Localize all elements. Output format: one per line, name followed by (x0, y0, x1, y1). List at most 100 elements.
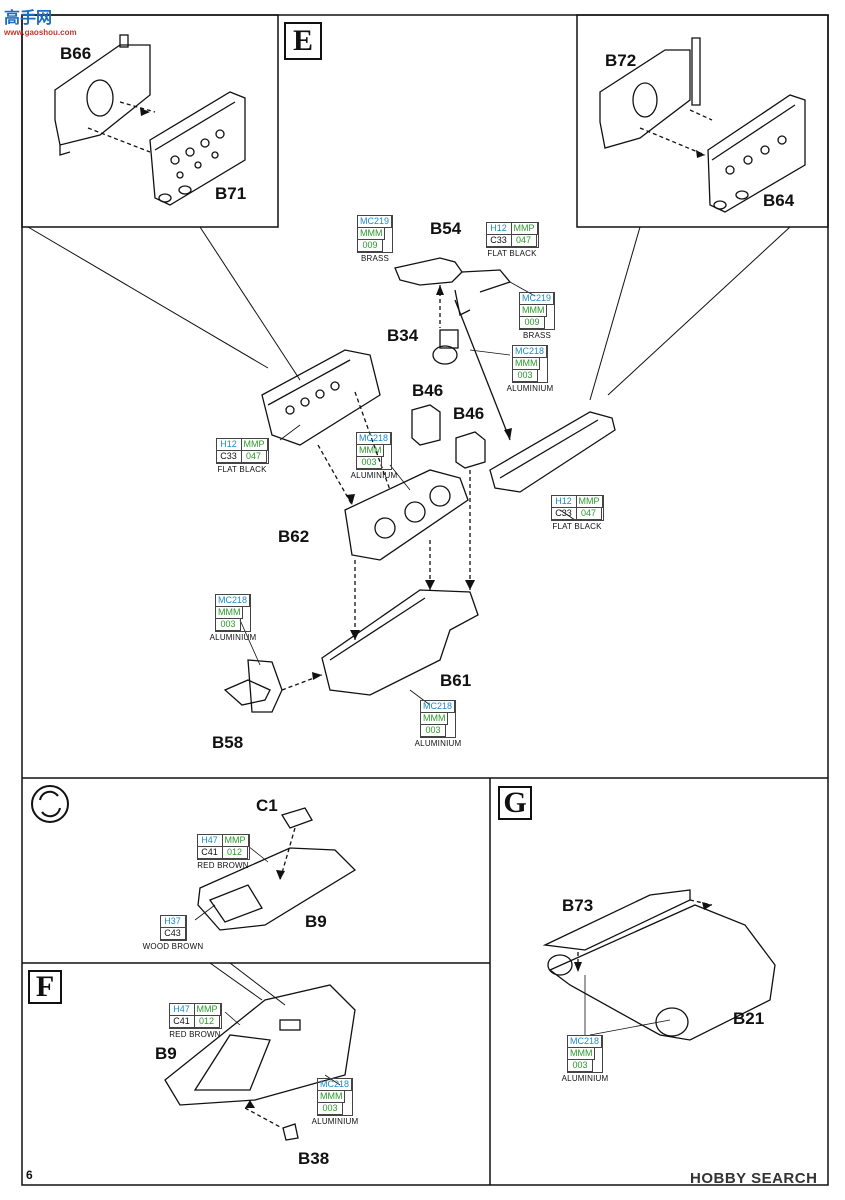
part-cylinder-head-right-drawing (489, 411, 616, 493)
paint-code-row: 009 (518, 316, 554, 329)
paint-name: ALUMINIUM (561, 1074, 609, 1083)
step-f-label: F (28, 970, 62, 1004)
part-label-b46-right: B46 (453, 404, 485, 423)
paint-name: RED BROWN (169, 1030, 221, 1039)
part-label-b58: B58 (212, 733, 244, 752)
paint-name: ALUMINIUM (311, 1117, 359, 1126)
paint-code-cell: 003 (214, 618, 241, 631)
part-b62-drawing (344, 469, 469, 561)
paint-name: BRASS (522, 331, 552, 340)
paint-code-row: 003 (316, 1102, 352, 1115)
part-label-b71: B71 (215, 184, 247, 203)
part-label-b73: B73 (562, 896, 594, 915)
arrow-head (140, 108, 150, 116)
paint-code-cell: C33 (485, 234, 512, 247)
rotate-arrows-circle (31, 785, 69, 823)
paint-code-cell: C43 (159, 927, 186, 940)
part-label-b34: B34 (387, 326, 419, 345)
logo-url: www.gaoshou.com (4, 28, 77, 37)
paint-code-cell: C33 (550, 507, 577, 520)
hobby-search-watermark: HOBBY SEARCH (690, 1170, 818, 1187)
paint-name: ALUMINIUM (209, 633, 257, 642)
part-label-c1: C1 (256, 796, 278, 815)
part-label-b21: B21 (733, 1009, 765, 1028)
paint-code-row: 003 (355, 456, 391, 469)
paint-code-cell: 047 (575, 507, 602, 520)
paint-code-cell: C41 (168, 1015, 195, 1028)
paint-code-row: 003 (566, 1059, 602, 1072)
part-b64-drawing (707, 94, 806, 213)
paint-name: BRASS (360, 254, 390, 263)
paint-code-row: 009 (356, 239, 392, 252)
part-label-b38: B38 (298, 1149, 330, 1168)
paint-name: WOOD BROWN (142, 942, 204, 951)
part-b71-drawing (149, 91, 246, 206)
part-label-b66: B66 (60, 44, 92, 63)
paint-code-row: 003 (511, 369, 547, 382)
inset-left (21, 14, 279, 228)
site-logo: 高手网 www.gaoshou.com (4, 4, 77, 37)
part-b66-drawing (54, 34, 151, 156)
part-label-b61: B61 (440, 671, 472, 690)
page-number: 6 (26, 1168, 33, 1182)
paint-code-cell: C33 (215, 450, 242, 463)
paint-code-cell: 003 (511, 369, 538, 382)
part-label-b9-bottom: B9 (155, 1044, 177, 1063)
paint-code-cell: C41 (196, 846, 223, 859)
part-b46-right-drawing (455, 431, 486, 469)
part-b72-drawing (599, 37, 701, 149)
paint-code-row: 003 (419, 724, 455, 737)
paint-name: ALUMINIUM (506, 384, 554, 393)
step-e-label: E (284, 22, 322, 60)
part-label-b72: B72 (605, 51, 637, 70)
paint-name: FLAT BLACK (552, 522, 602, 531)
paint-name: FLAT BLACK (217, 465, 267, 474)
paint-code-cell: 003 (419, 724, 446, 737)
part-b73-drawing (542, 889, 691, 951)
inset-right (576, 14, 829, 228)
part-label-b62: B62 (278, 527, 310, 546)
paint-code-cell: 009 (356, 239, 383, 252)
paint-code-row: C43 (159, 927, 186, 940)
paint-code-cell: 003 (316, 1102, 343, 1115)
logo-text: 高手网 (4, 10, 53, 27)
page-frame (21, 14, 829, 1186)
part-label-b46-left: B46 (412, 381, 444, 400)
part-b9-top-drawing (197, 847, 357, 931)
paint-code-cell: 012 (193, 1015, 220, 1028)
part-b38-drawing (282, 1123, 299, 1141)
paint-name: FLAT BLACK (487, 249, 537, 258)
part-b9-bottom-drawing (164, 984, 356, 1106)
part-label-b54: B54 (430, 219, 462, 238)
part-b34-drawing (432, 329, 459, 365)
part-b61-drawing (321, 589, 479, 696)
paint-name: ALUMINIUM (350, 471, 398, 480)
paint-code-cell: 047 (510, 234, 537, 247)
part-label-b9-top: B9 (305, 912, 327, 931)
